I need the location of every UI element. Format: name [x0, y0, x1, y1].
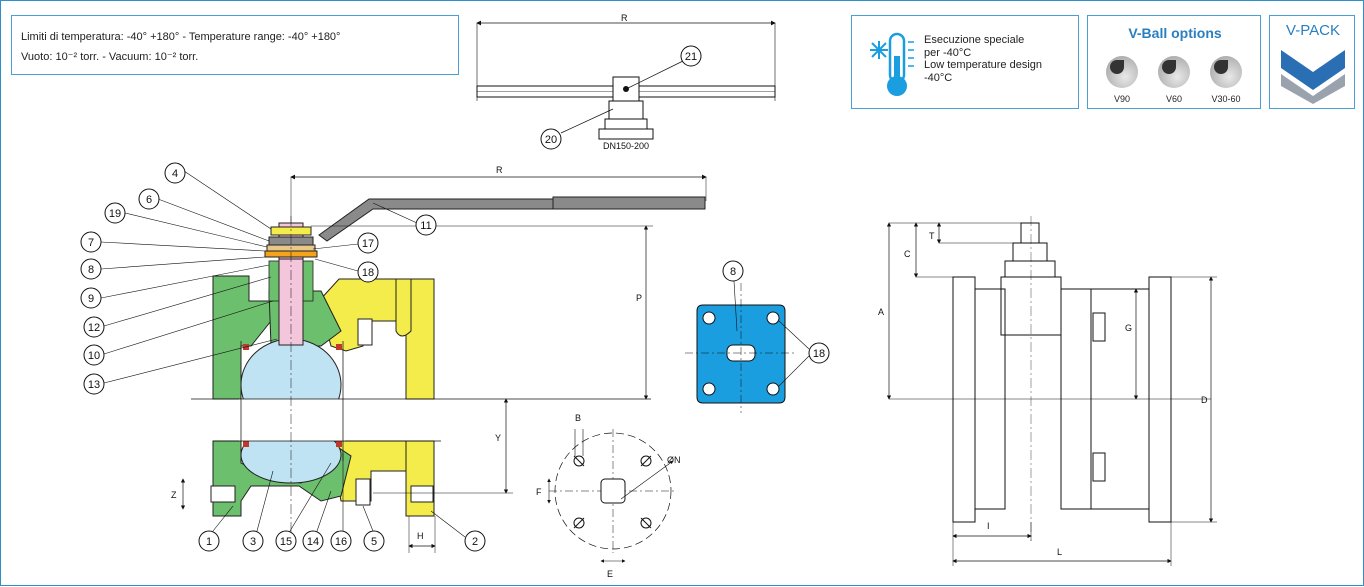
low-temp-line-1: Esecuzione speciale: [924, 34, 1025, 46]
section-dim-z: Z: [171, 490, 177, 500]
top-view: R DN150-200 21 20: [476, 13, 776, 151]
section-view: R: [80, 162, 707, 553]
callout-11: 11: [420, 220, 431, 232]
vball-title: V-Ball options: [1128, 25, 1222, 41]
callout-16: 16: [335, 536, 347, 548]
bolt-dim-n: ØN: [667, 455, 681, 465]
ball-v60-image: [1158, 56, 1190, 88]
callout-4: 4: [172, 168, 178, 180]
temperature-info-box: Limiti di temperatura: -40° +180° - Temp…: [11, 15, 459, 75]
vball-options-badge: V-Ball options V90 V60 V30-60: [1087, 15, 1261, 109]
callout-14: 14: [307, 536, 319, 548]
temperature-range-text: Limiti di temperatura: -40° +180° - Temp…: [21, 31, 341, 43]
callout-1: 1: [206, 536, 212, 548]
section-dim-h: H: [417, 531, 424, 541]
bolt-pattern-view: B F E ØN: [536, 413, 681, 579]
section-dim-r: R: [496, 165, 503, 175]
low-temp-line-3: Low temperature design: [924, 59, 1043, 71]
thermometer-icon: [870, 32, 914, 96]
callout-21: 21: [685, 51, 697, 63]
callout-18-pad: 18: [813, 348, 825, 360]
callout-5: 5: [371, 536, 377, 548]
ball-v90-image: [1106, 56, 1138, 88]
vball-label-v30-60: V30-60: [1211, 94, 1241, 104]
iso-pad-view: 8 18: [685, 260, 830, 413]
callout-2: 2: [472, 536, 478, 548]
callout-17: 17: [362, 238, 374, 250]
callout-10: 10: [88, 350, 100, 362]
callout-13: 13: [88, 379, 100, 391]
callout-19: 19: [109, 208, 121, 220]
callout-6: 6: [146, 194, 152, 206]
vpack-title: V-PACK: [1286, 22, 1340, 39]
side-view-dims: A C T G D I L: [878, 222, 1217, 566]
bolt-dim-e: E: [607, 569, 613, 579]
chevron-down-icon: [1281, 50, 1345, 104]
vpack-badge: V-PACK: [1269, 15, 1355, 109]
low-temp-badge: Esecuzione speciale per -40°C Low temper…: [851, 15, 1079, 109]
callout-3: 3: [250, 536, 256, 548]
bolt-dim-f: F: [536, 487, 542, 497]
vball-label-v60: V60: [1165, 94, 1182, 104]
side-dim-g: G: [1125, 323, 1132, 333]
low-temp-line-2: per -40°C: [924, 46, 972, 59]
callout-20: 20: [545, 134, 557, 146]
side-dim-a: A: [878, 307, 884, 317]
vball-label-v90: V90: [1113, 94, 1130, 104]
side-dim-d: D: [1201, 395, 1208, 405]
callout-8-pad: 8: [730, 266, 736, 278]
section-dim-y: Y: [495, 433, 501, 443]
side-dim-l: L: [1057, 547, 1062, 557]
ball-v30-60-image: [1210, 56, 1242, 88]
snowflake-icon: [870, 41, 888, 59]
callout-15: 15: [280, 536, 292, 548]
vacuum-text: Vuoto: 10⁻² torr. - Vacuum: 10⁻² torr.: [21, 51, 199, 63]
low-temp-line-4: -40°C: [924, 71, 953, 84]
callout-8-section: 8: [88, 264, 94, 276]
callout-12: 12: [88, 322, 100, 334]
callout-9: 9: [88, 293, 94, 305]
bolt-dim-b: B: [575, 413, 581, 423]
callout-7: 7: [88, 237, 94, 249]
side-dim-i: I: [987, 521, 990, 531]
callout-18-section: 18: [362, 267, 374, 279]
top-view-dim-r: R: [621, 13, 628, 23]
side-view: [889, 216, 1211, 541]
side-dim-t: T: [929, 231, 935, 241]
section-dim-p: P: [636, 293, 642, 303]
top-view-size-note: DN150-200: [603, 141, 649, 151]
side-dim-c: C: [904, 249, 911, 259]
